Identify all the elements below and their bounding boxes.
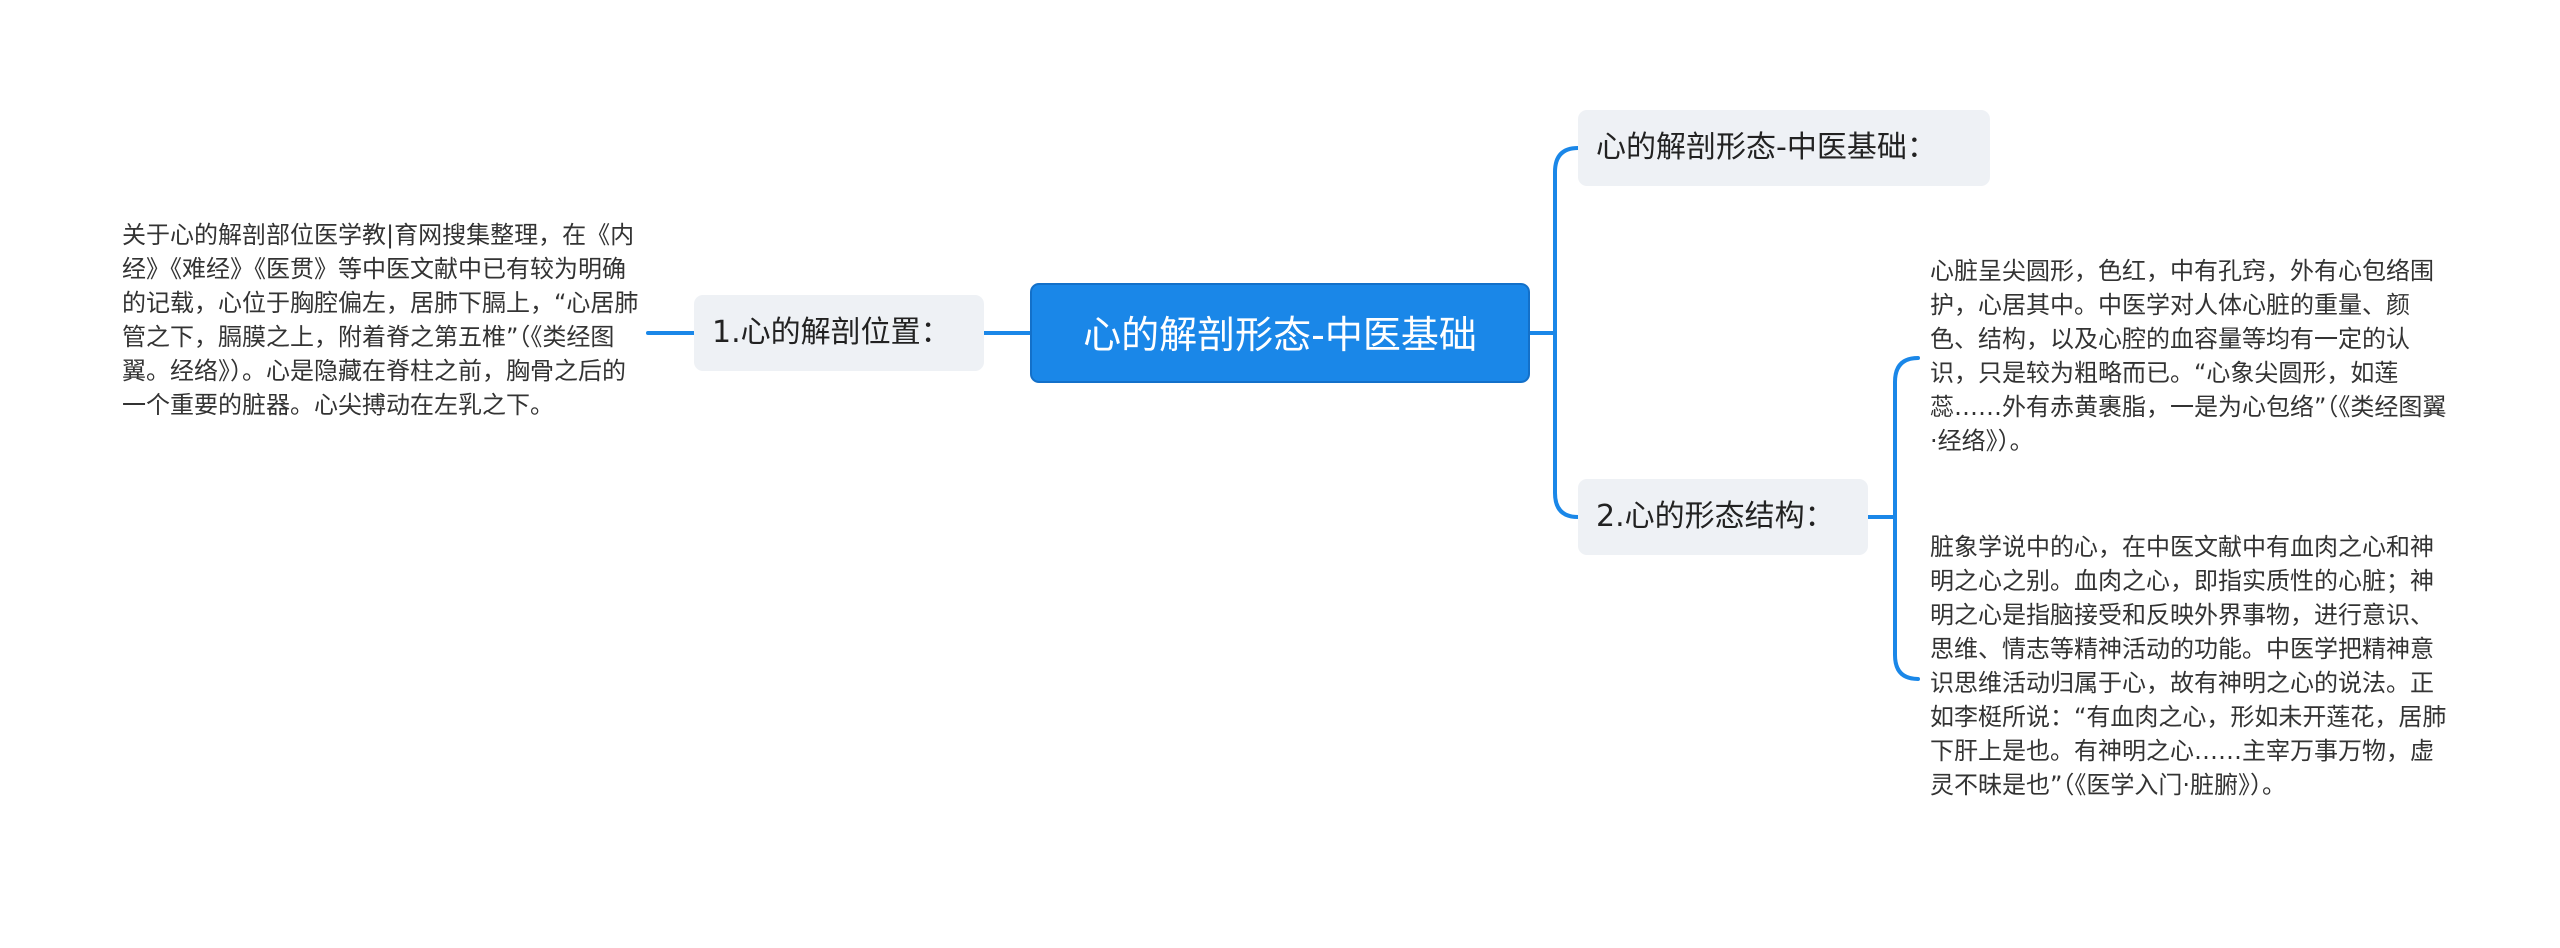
root-label: 心的解剖形态-中医基础 xyxy=(1083,313,1477,357)
branch-label: 心的解剖形态-中医基础： xyxy=(1596,130,1937,165)
connector-right-trunk xyxy=(1553,146,1580,519)
root-node[interactable]: 心的解剖形态-中医基础 xyxy=(1030,283,1530,383)
connector-bottom-fork xyxy=(1893,356,1920,681)
branch-anatomy-form[interactable]: 心的解剖形态-中医基础： xyxy=(1578,110,1990,186)
leaf-anatomical-position-text[interactable]: 关于心的解剖部位医学教|育网搜集整理，在《内经》《难经》《医贯》等中医文献中已有… xyxy=(122,221,639,419)
branch-label: 2.心的形态结构： xyxy=(1596,499,1835,534)
branch-morphology[interactable]: 2.心的形态结构： xyxy=(1578,479,1868,555)
leaf-heart-spirit-text[interactable]: 脏象学说中的心，在中医文献中有血肉之心和神明之心之别。血肉之心，即指实质性的心脏… xyxy=(1930,533,2447,799)
branch-anatomical-position[interactable]: 1.心的解剖位置： xyxy=(694,295,984,371)
leaf-heart-shape-text[interactable]: 心脏呈尖圆形，色红，中有孔窍，外有心包络围护，心居其中。中医学对人体心脏的重量、… xyxy=(1930,257,2447,455)
branch-label: 1.心的解剖位置： xyxy=(712,315,951,350)
